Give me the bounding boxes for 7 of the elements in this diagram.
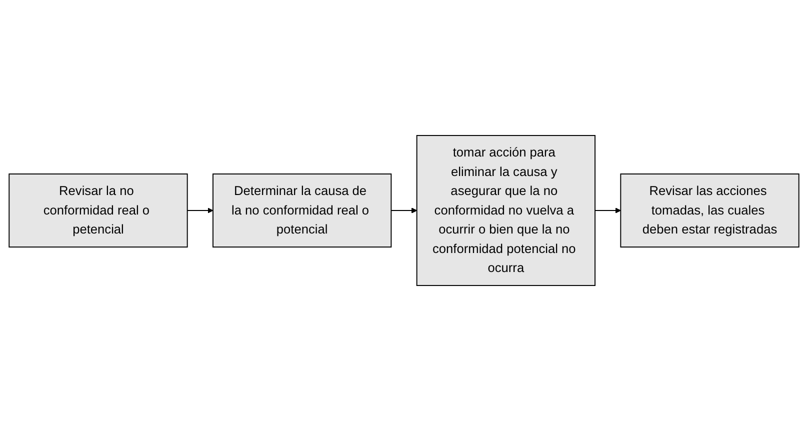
node-box: Revisar la no conformidad real o petencial xyxy=(8,173,188,248)
node-box: tomar acción para eliminar la causa y asegurar que la no conformidad no vuelva a ocurrir o bien que la no conformidad potencial no ocurra xyxy=(416,135,596,286)
arrow xyxy=(186,208,214,214)
arrow xyxy=(594,208,621,214)
arrow xyxy=(390,208,418,214)
node-box: Determinar la causa de la no conformidad real o potencial xyxy=(212,173,392,248)
node-box: Revisar las acciones tomadas, las cuales deben estar registradas xyxy=(620,173,800,248)
